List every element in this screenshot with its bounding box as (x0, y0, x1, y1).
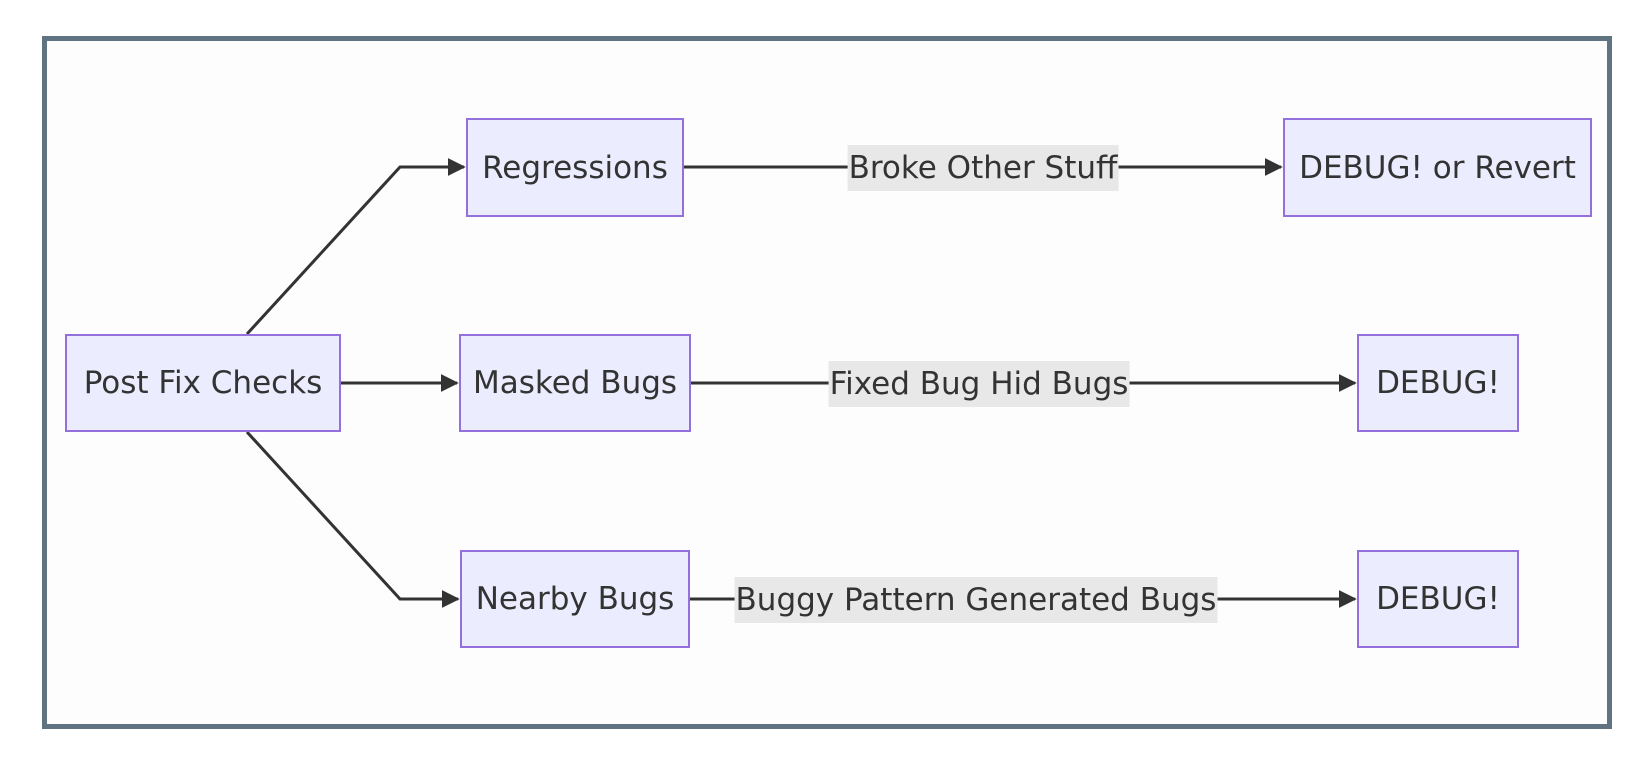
edge-post-fix-to-regressions (245, 158, 466, 336)
edge-label-fixed-bug-hid-bugs: Fixed Bug Hid Bugs (828, 361, 1130, 407)
node-debug-nearby: DEBUG! (1357, 550, 1519, 648)
node-regressions: Regressions (466, 118, 684, 217)
edge-label-buggy-pattern-generated-bugs: Buggy Pattern Generated Bugs (734, 577, 1218, 623)
edge-post-fix-to-nearby-bugs (245, 430, 460, 608)
node-nearby-bugs: Nearby Bugs (460, 550, 690, 648)
edge-label-broke-other-stuff: Broke Other Stuff (847, 145, 1119, 191)
node-debug-masked: DEBUG! (1357, 334, 1519, 432)
node-debug-or-revert: DEBUG! or Revert (1283, 118, 1592, 217)
node-post-fix-checks: Post Fix Checks (65, 334, 341, 432)
node-masked-bugs: Masked Bugs (459, 334, 691, 432)
